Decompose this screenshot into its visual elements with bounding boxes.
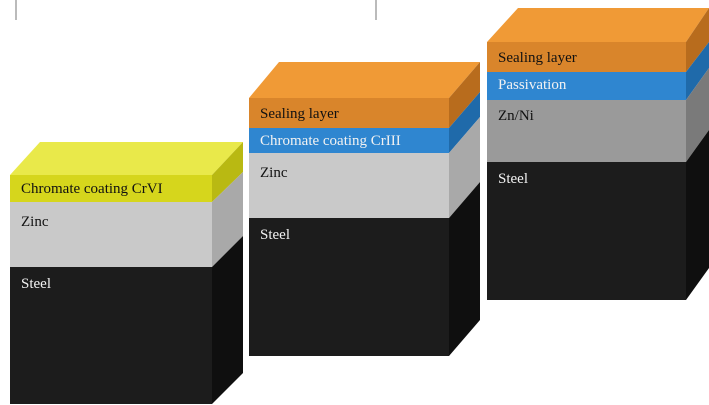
stack-2-top-face <box>249 62 480 98</box>
stack-3-layer-passivation <box>487 72 686 100</box>
stack-2-layer-zinc <box>249 153 449 218</box>
stack-3-label-steel: Steel <box>498 171 528 187</box>
stack-1-layer-chromate <box>10 175 212 202</box>
stack-2-layer-chromate <box>249 128 449 153</box>
stack-3-layer-znni <box>487 100 686 162</box>
stack-1-label-zinc: Zinc <box>21 214 49 230</box>
stack-2-label-zinc: Zinc <box>260 165 288 181</box>
stack-3-label-passivation: Passivation <box>498 77 567 93</box>
stack-chromate-criii: Sealing layer Chromate coating CrIII Zin… <box>249 62 480 356</box>
stack-3-top-face <box>487 8 709 42</box>
stack-3-side-znni <box>686 68 709 162</box>
stack-1-side-chromate <box>212 142 243 202</box>
stack-chromate-crvi: Chromate coating CrVI Zinc Steel <box>10 142 243 404</box>
stack-1-layer-steel <box>10 267 212 404</box>
stack-3-side-steel <box>686 130 709 300</box>
stack-1-label-chromate: Chromate coating CrVI <box>21 181 163 197</box>
stack-3-side-passivation <box>686 42 709 100</box>
stack-zn-ni: Sealing layer Passivation Zn/Ni Steel <box>487 8 709 300</box>
stack-3-side-sealing <box>686 8 709 72</box>
stack-2-side-steel <box>449 182 480 356</box>
stack-3-label-znni: Zn/Ni <box>498 108 534 124</box>
stack-3-layer-sealing <box>487 42 686 72</box>
stack-1-layer-zinc <box>10 202 212 267</box>
stack-2-layer-steel <box>249 218 449 356</box>
stack-3-layer-steel <box>487 162 686 300</box>
stack-2-side-sealing <box>449 62 480 128</box>
stack-2-label-sealing: Sealing layer <box>260 106 339 122</box>
stack-3-label-sealing: Sealing layer <box>498 50 577 66</box>
stack-2-layer-sealing <box>249 98 449 128</box>
stack-2-side-chromate <box>449 92 480 153</box>
stack-1-side-steel <box>212 236 243 404</box>
stack-1-top-face <box>10 142 243 175</box>
stack-2-label-steel: Steel <box>260 227 290 243</box>
stack-1-side-zinc <box>212 172 243 267</box>
stack-2-label-chromate: Chromate coating CrIII <box>260 133 401 149</box>
stack-2-side-zinc <box>449 117 480 218</box>
stack-1-label-steel: Steel <box>21 276 51 292</box>
